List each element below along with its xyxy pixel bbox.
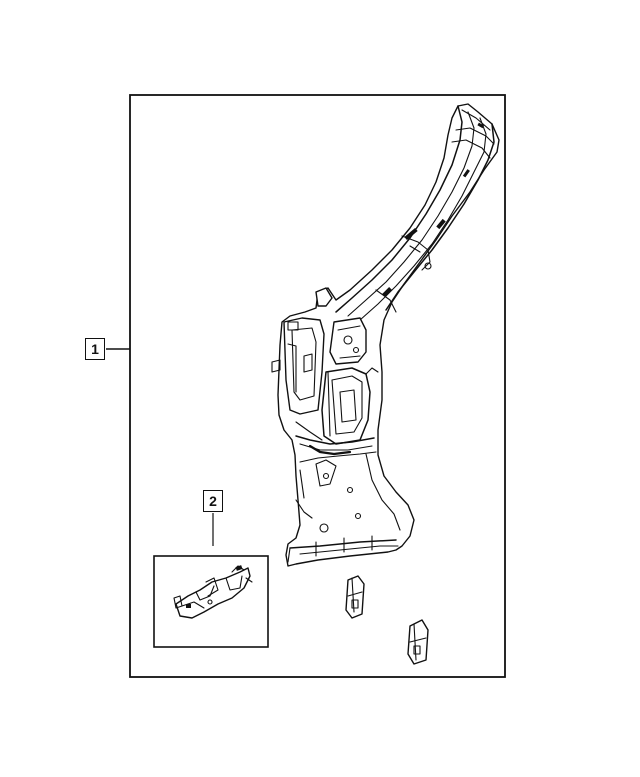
pillar-panel-assembly-icon [271,103,500,567]
small-bracket-icon [407,619,429,665]
inset-frame [153,555,269,648]
callout-1-label: 1 [85,338,105,360]
main-frame [129,94,506,678]
reinforcement-bracket-icon [173,565,253,619]
small-bracket-icon [345,575,365,619]
callout-2-label: 2 [203,490,223,512]
